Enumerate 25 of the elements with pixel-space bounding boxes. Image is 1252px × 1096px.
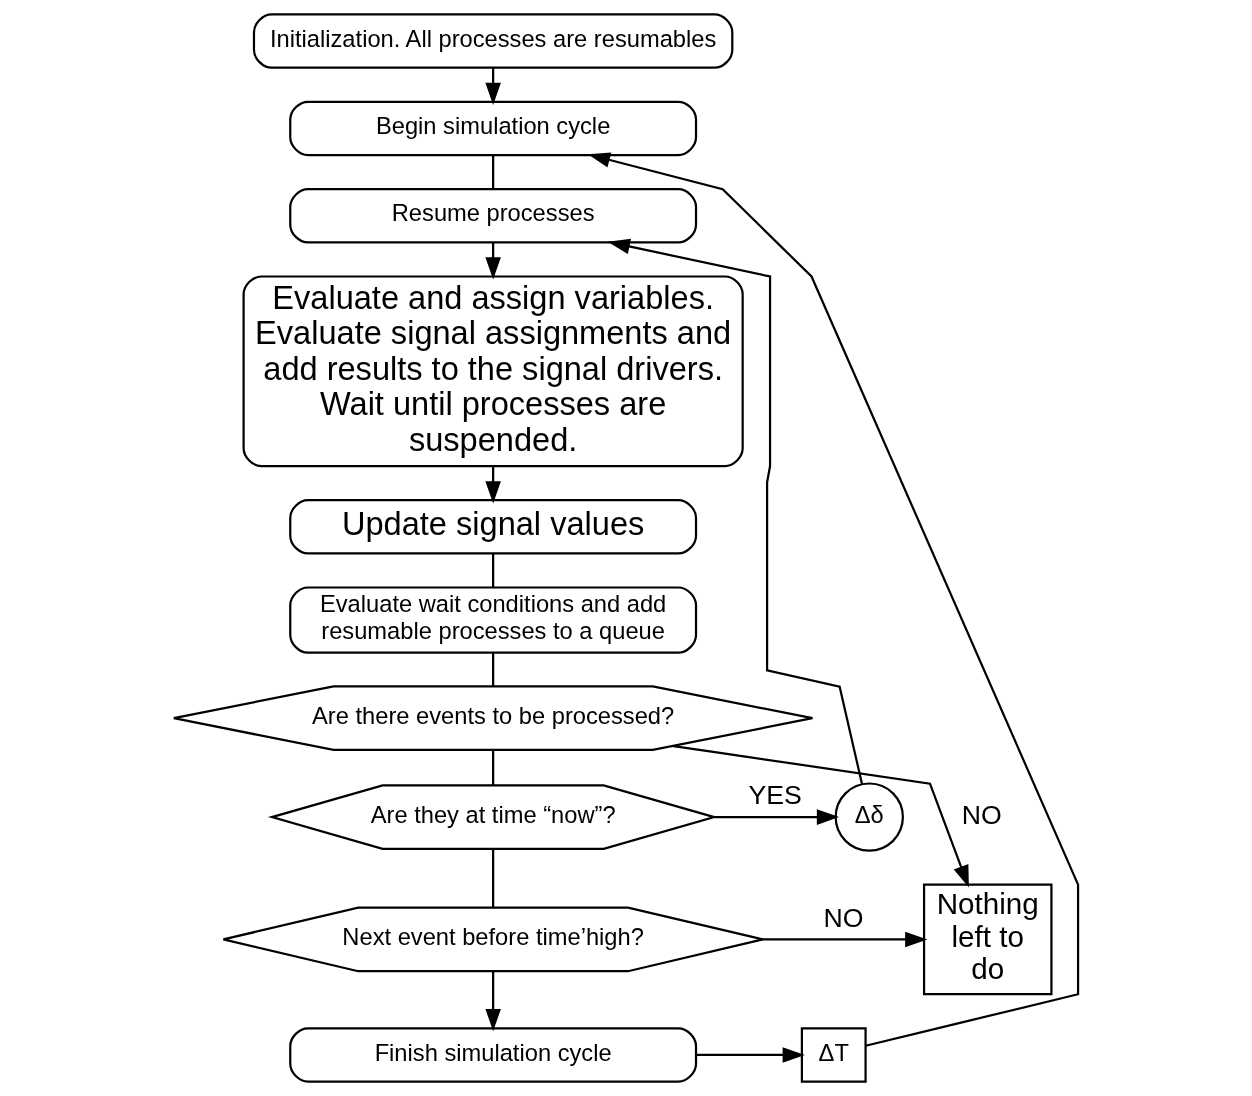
node-box: Evaluate and assign variables. Evaluate signal assignments and add results to the signal drivers. Wait until processes are suspended. [242,275,744,468]
arrow [485,971,501,1032]
node-box: ΔT [800,1027,867,1083]
node-box: Begin simulation cycle [289,100,698,157]
node-circle: Δδ [834,782,904,852]
node-box: Evaluate wait conditions and add resumable processes to a queue [289,586,698,654]
connector [492,553,495,588]
arrow [607,238,864,784]
node-box: Initialization. All processes are resumables [252,13,734,69]
edge-label: NO [823,902,864,933]
connector [492,848,495,908]
connector [492,155,495,189]
node-box: Update signal values [289,499,698,555]
arrow [673,744,969,888]
arrow [696,1047,805,1063]
edge-label: NO [961,799,1002,830]
edge-label: YES [748,780,802,811]
connector [492,652,495,687]
arrow [587,152,1080,1047]
arrow [762,931,928,948]
node-box: Finish simulation cycle [289,1027,698,1083]
node-box: Resume processes [289,188,698,244]
node-box: Nothing left to do [922,883,1053,996]
arrow [714,809,840,825]
connector [492,750,495,786]
